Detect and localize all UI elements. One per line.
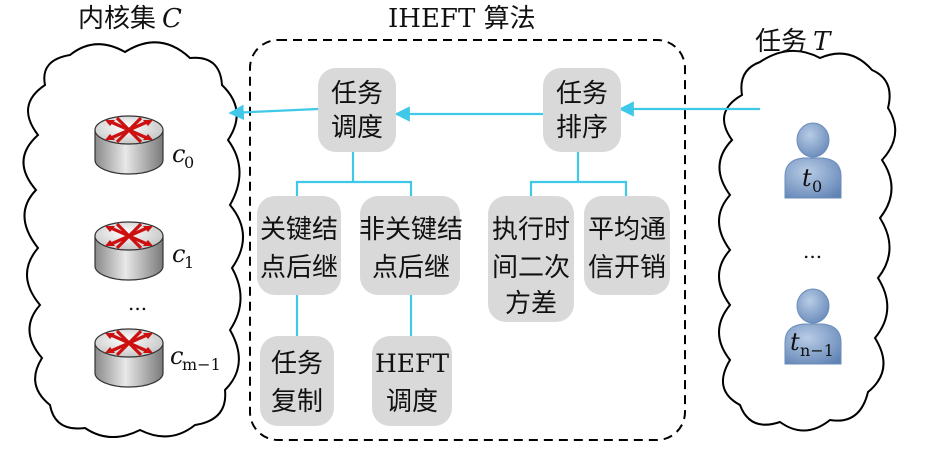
core-cm-1: c m−1 [93, 327, 221, 389]
router-icon [93, 327, 165, 389]
node-avg-comm-cost: 平均通 信开销 [584, 196, 670, 295]
task-t0: t 0 [784, 122, 842, 199]
node-noncritical-successor: 非关键结 点后继 [359, 196, 463, 295]
svg-text:方差: 方差 [505, 289, 557, 319]
svg-text:c: c [172, 240, 185, 268]
svg-text:点后继: 点后继 [260, 253, 338, 283]
core-c0: c 0 [93, 114, 194, 176]
sort-branch [529, 180, 628, 196]
svg-text:HEFT: HEFT [375, 349, 449, 378]
algorithm-title: IHEFT 算法 [388, 4, 536, 34]
svg-text:t: t [802, 164, 812, 192]
svg-text:0: 0 [184, 153, 194, 172]
svg-text:1: 1 [184, 253, 194, 272]
svg-text:c: c [170, 342, 183, 370]
svg-text:t: t [790, 328, 800, 356]
svg-text:n−1: n−1 [800, 341, 834, 360]
svg-text:c: c [172, 140, 185, 168]
svg-text:间二次: 间二次 [492, 253, 570, 283]
svg-text:调度: 调度 [386, 387, 438, 417]
task-tn-1: t n−1 [784, 288, 842, 365]
svg-text:任务: 任务 [556, 79, 608, 109]
router-icon [93, 114, 165, 176]
svg-text:点后继: 点后继 [372, 253, 450, 283]
node-exec-variance: 执行时 间二次 方差 [488, 196, 574, 322]
svg-text:执行时: 执行时 [492, 215, 570, 245]
svg-text:任务: 任务 [331, 79, 383, 109]
node-critical-successor: 关键结 点后继 [257, 196, 341, 295]
svg-text:非关键结: 非关键结 [359, 215, 463, 245]
arrow-schedule-to-cores [228, 104, 319, 121]
svg-text:平均通: 平均通 [588, 215, 666, 245]
node-task-schedule: 任务 调度 [318, 68, 396, 152]
connectors [228, 101, 760, 336]
svg-text:任务: 任务 [271, 349, 323, 379]
node-task-sort: 任务 排序 [543, 68, 621, 152]
core-c1: c 1 [93, 220, 194, 282]
schedule-branch [295, 180, 413, 196]
task-ellipsis: ... [803, 239, 822, 263]
node-heft-schedule: HEFT 调度 [372, 336, 452, 426]
svg-text:m−1: m−1 [182, 355, 221, 374]
svg-text:关键结: 关键结 [260, 215, 338, 245]
svg-text:排序: 排序 [556, 113, 608, 143]
svg-text:0: 0 [812, 177, 822, 196]
svg-text:调度: 调度 [331, 113, 383, 143]
svg-text:信开销: 信开销 [588, 253, 666, 283]
task-cloud [718, 49, 897, 432]
svg-text:复制: 复制 [271, 387, 323, 417]
node-task-copy: 任务 复制 [260, 336, 334, 426]
core-ellipsis: ... [128, 291, 147, 315]
router-icon [93, 220, 165, 282]
